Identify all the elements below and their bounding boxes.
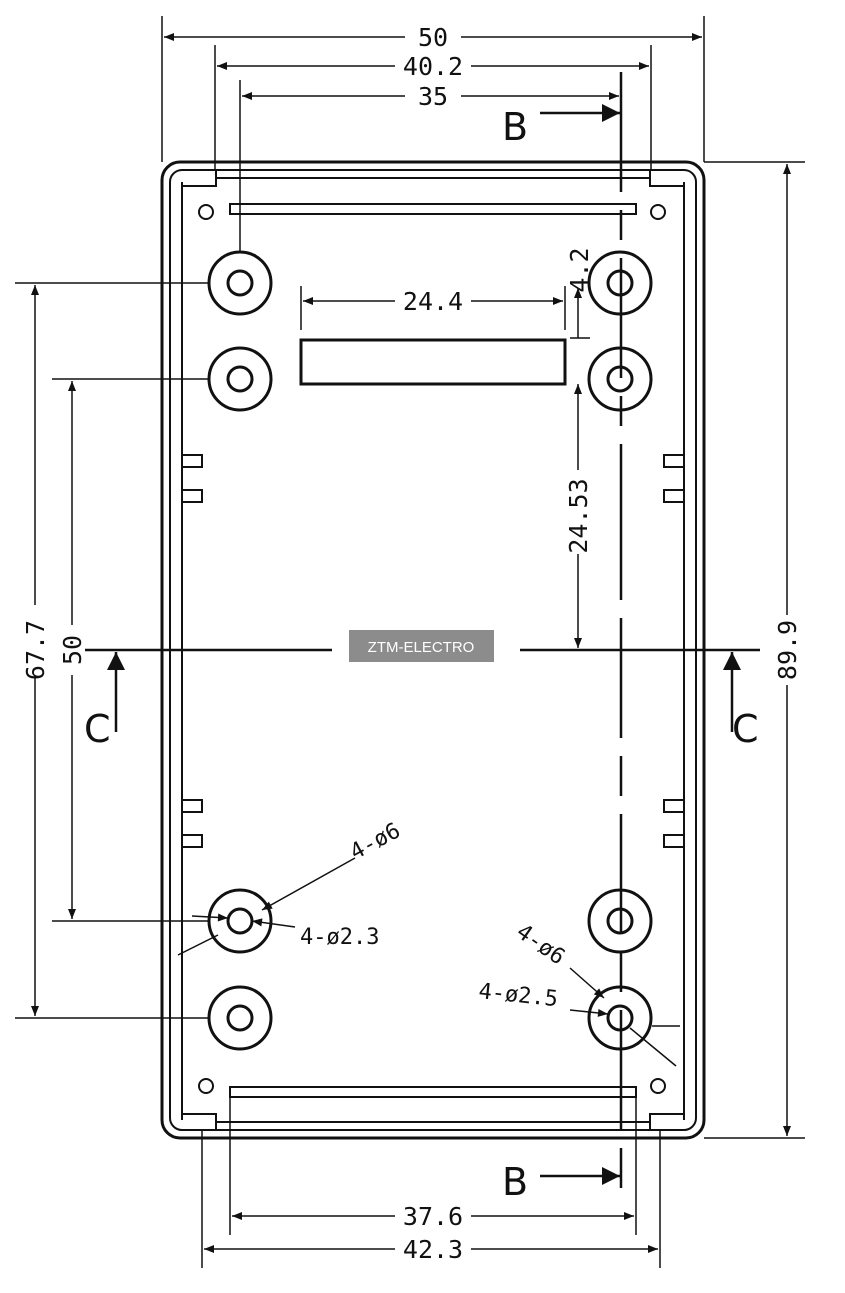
dim-label-24-53: 24.53 [564,478,593,553]
section-label-c-left: C [84,707,111,751]
note-right-boss: 4-ø6 [512,919,570,970]
enclosure-outline [160,160,706,1140]
hole-note-group: 4-ø6 4-ø2.3 4-ø6 4-ø2.5 [300,818,569,1012]
leader-lines [177,857,680,1067]
dim-label-4-2: 4.2 [565,247,594,292]
boss-bottom-left-2 [207,985,273,1051]
dim-label-35: 35 [418,82,448,111]
section-label-c-right: C [732,707,759,751]
watermark: ZTM-ELECTRO [349,630,494,662]
dim-label-50-top: 50 [418,23,448,52]
section-lines [85,72,760,1190]
extension-lines [15,16,805,1268]
dim-label-40-2: 40.2 [403,52,463,81]
dim-label-89-9: 89.9 [773,620,802,680]
dimension-labels: 50 40.2 35 24.4 4.2 24.53 67.7 50 89.9 3… [21,23,802,1264]
section-label-group: B B C C [84,105,759,1204]
dim-label-50-left: 50 [58,635,87,665]
section-label-b-top: B [502,105,528,149]
dim-label-67-7: 67.7 [21,620,50,680]
dim-label-42-3: 42.3 [403,1235,463,1264]
boss-top-left-1 [207,250,273,316]
boss-bottom-left-1 [207,888,273,954]
dim-label-24-4: 24.4 [403,287,463,316]
section-label-b-bottom: B [502,1160,528,1204]
note-left-boss: 4-ø6 [346,818,405,865]
boss-top-left-2 [207,346,273,412]
note-right-hole: 4-ø2.5 [477,979,559,1012]
note-left-hole: 4-ø2.3 [300,925,379,950]
dim-label-37-6: 37.6 [403,1202,463,1231]
watermark-text: ZTM-ELECTRO [368,639,475,656]
